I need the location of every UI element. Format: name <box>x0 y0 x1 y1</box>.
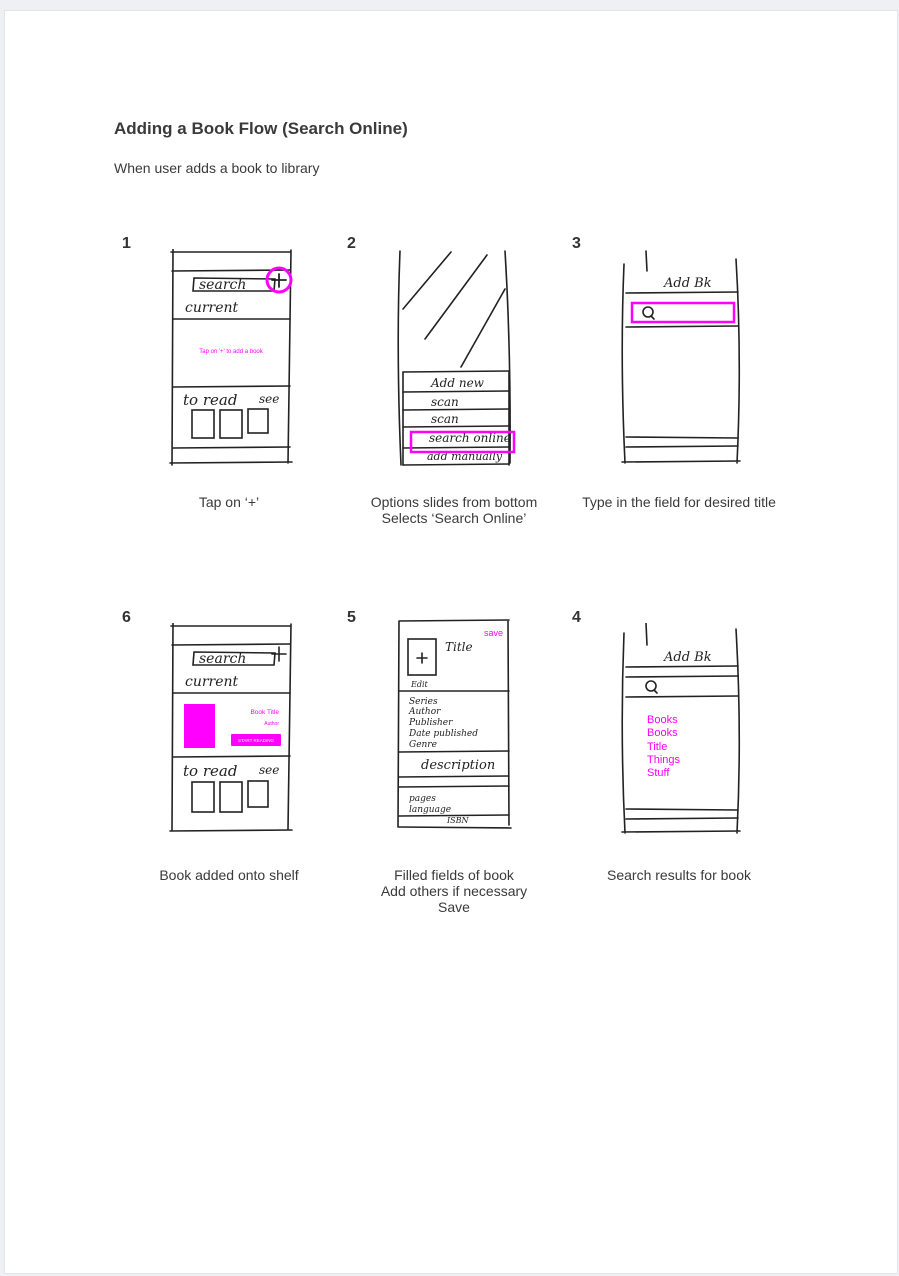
page-title: Adding a Book Flow (Search Online) <box>114 119 408 138</box>
svg-text:search online: search online <box>429 431 511 445</box>
svg-text:language: language <box>409 805 451 815</box>
sketch-save-link: save <box>484 628 503 638</box>
svg-text:Books: Books <box>647 714 678 726</box>
sketch-step-5: save Title Edit Series Author Publisher … <box>391 617 517 831</box>
svg-text:Things: Things <box>647 754 681 766</box>
step-number: 3 <box>572 235 581 252</box>
sketch-step-3: Add Bk <box>616 249 748 469</box>
sketch-hint-text: Tap on '+' to add a book <box>199 349 264 355</box>
svg-text:Add new: Add new <box>430 376 485 390</box>
svg-text:current: current <box>185 674 239 690</box>
search-field-highlight <box>630 301 736 324</box>
svg-text:see: see <box>259 763 279 777</box>
sketch-step-2: Add new scan scan search online add manu… <box>391 249 517 469</box>
svg-text:START READING: START READING <box>238 738 275 743</box>
svg-text:Title: Title <box>445 640 473 654</box>
book-cover-placeholder <box>184 704 215 748</box>
svg-text:Books: Books <box>647 727 678 739</box>
svg-text:search: search <box>199 651 246 667</box>
svg-text:ISBN: ISBN <box>446 816 470 825</box>
sketch-add-book-text: Add Bk <box>663 276 712 291</box>
svg-text:Author: Author <box>408 707 441 717</box>
svg-text:Date published: Date published <box>408 729 478 739</box>
svg-text:pages: pages <box>409 794 436 804</box>
svg-text:Stuff: Stuff <box>647 767 670 779</box>
sketch-current-text: current <box>185 300 239 316</box>
step-caption: Search results for book <box>607 867 751 883</box>
svg-text:scan: scan <box>431 395 459 409</box>
search-online-highlight <box>409 430 516 454</box>
step-number: 5 <box>347 609 356 626</box>
svg-text:to read: to read <box>183 762 237 780</box>
sketch-to-read-text: to read <box>183 391 237 409</box>
svg-text:Add Bk: Add Bk <box>663 650 712 665</box>
start-reading-button <box>231 734 281 746</box>
page-subtitle: When user adds a book to library <box>114 160 320 176</box>
step-number: 1 <box>122 235 131 252</box>
svg-text:Publisher: Publisher <box>408 718 453 728</box>
sketch-see-text: see <box>259 392 279 406</box>
sketch-step-4: Add Bk Books Books Title Things Stuff <box>616 623 748 837</box>
sketch-book-title: Book Title <box>250 709 279 716</box>
svg-text:scan: scan <box>431 412 459 426</box>
step-caption: Book added onto shelf <box>159 867 299 883</box>
document-page: Adding a Book Flow (Search Online) When … <box>4 10 898 1274</box>
plus-highlight-icon <box>265 266 293 294</box>
sketch-search-text: search <box>199 277 246 293</box>
step-number: 4 <box>572 609 581 626</box>
sketch-author: Author <box>264 721 279 727</box>
step-number: 2 <box>347 235 356 252</box>
sketch-step-6: search current Book Title Author START R… <box>165 623 297 837</box>
svg-text:Title: Title <box>647 741 667 753</box>
svg-text:Series: Series <box>409 697 438 707</box>
svg-text:description: description <box>421 758 495 773</box>
step-caption: Filled fields of book Add others if nece… <box>380 867 528 915</box>
step-caption: Type in the field for desired title <box>582 494 776 510</box>
step-caption: Options slides from bottom Selects ‘Sear… <box>370 494 538 526</box>
step-number: 6 <box>122 609 131 626</box>
svg-text:Edit: Edit <box>410 680 429 689</box>
step-caption: Tap on ‘+’ <box>198 494 260 510</box>
sketch-step-1: search current Tap on '+' to add a book … <box>165 249 297 469</box>
svg-text:Genre: Genre <box>409 740 437 750</box>
